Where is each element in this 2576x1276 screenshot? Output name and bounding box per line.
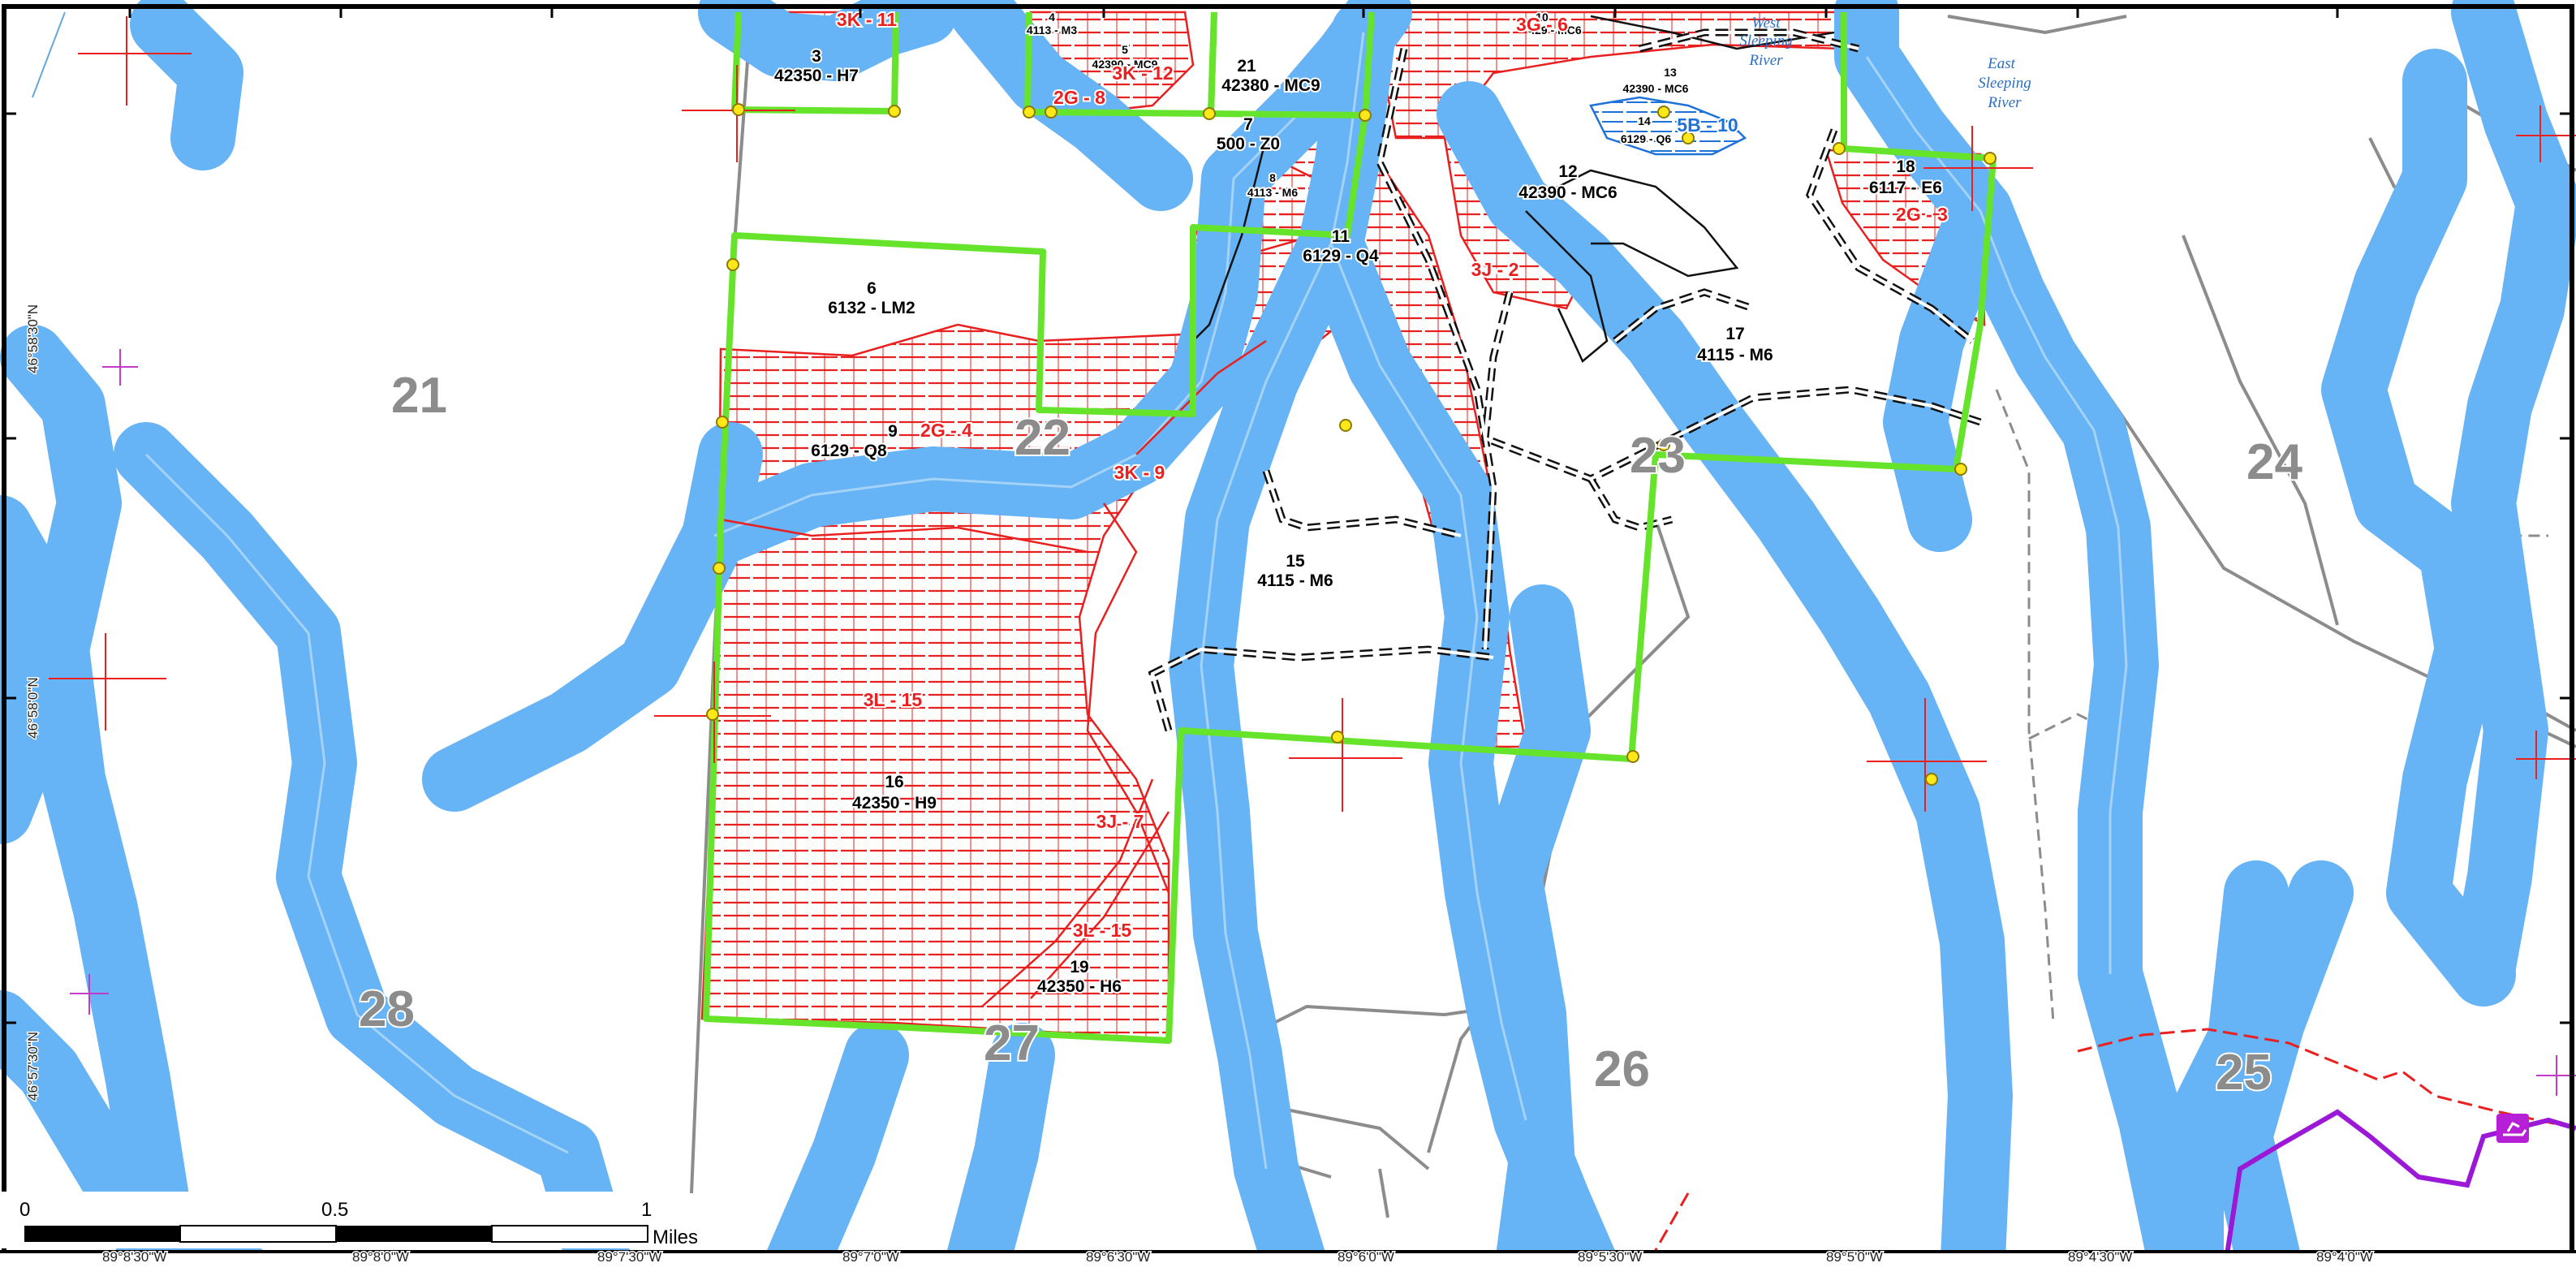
stand-7-number: 7 — [1243, 115, 1253, 134]
stand-16-code: 42350 - H9 — [852, 794, 937, 813]
zone-5b-10: 5B - 10 — [1677, 114, 1738, 136]
latitude-label: 46°58'0"N — [25, 677, 41, 739]
stand-labels: 3 42350 - H7 4 4113 - M3 5 42390 - MC9 6… — [773, 9, 1944, 998]
zone-3l-15-north: 3L - 15 — [864, 689, 923, 710]
section-28: 28 — [359, 981, 415, 1037]
zone-2g-8: 2G - 8 — [1053, 87, 1105, 108]
stand-13-number: 13 — [1664, 66, 1677, 79]
longitude-label: 89°7'0"W — [842, 1249, 899, 1265]
zone-3l-15-south: 3L - 15 — [1073, 920, 1132, 941]
stand-11-code: 6129 - Q4 — [1303, 247, 1379, 265]
longitude-labels: 89°8'30"W 89°8'0"W 89°7'30"W 89°7'0"W 89… — [101, 1248, 2375, 1266]
zone-2g-4: 2G - 4 — [920, 420, 972, 441]
section-26: 26 — [1594, 1041, 1650, 1097]
longitude-label: 89°6'0"W — [1338, 1249, 1394, 1265]
west-sleeping-river-line1: West — [1751, 15, 1781, 32]
survey-points — [706, 103, 1997, 786]
scale-unit: Miles — [653, 1226, 698, 1248]
zone-labels: 3K - 11 3G - 6 3K - 12 2G - 8 5B - 10 2G… — [835, 7, 1949, 942]
latitude-label: 46°58'30"N — [25, 304, 41, 373]
stand-3-number: 3 — [812, 47, 821, 66]
stand-18-code: 6117 - E6 — [1869, 179, 1942, 197]
stand-15-code: 4115 - M6 — [1257, 571, 1333, 590]
latitude-label: 46°57'30"N — [25, 1032, 41, 1101]
stand-19-number: 19 — [1070, 958, 1088, 976]
west-sleeping-river-line2: Sleeping — [1739, 32, 1792, 50]
map-frame — [0, 4, 2576, 1276]
longitude-label: 89°4'30"W — [2068, 1249, 2132, 1265]
zone-3k-11: 3K - 11 — [837, 9, 897, 30]
longitude-label: 89°6'30"W — [1086, 1249, 1150, 1265]
zone-3j-7: 3J - 7 — [1096, 811, 1144, 832]
longitude-label: 89°4'0"W — [2316, 1249, 2373, 1265]
stand-13-code: 42390 - MC6 — [1623, 82, 1689, 95]
river-labels: West Sleeping River East Sleeping River — [1739, 15, 2031, 111]
section-24: 24 — [2246, 434, 2302, 490]
stand-9-code: 6129 - Q8 — [811, 442, 887, 460]
scale-label-1: 1 — [641, 1199, 652, 1221]
stand-6-number: 6 — [867, 279, 877, 298]
east-sleeping-river-line3: River — [1987, 94, 2022, 111]
stand-9-number: 9 — [888, 422, 898, 441]
section-25: 25 — [2216, 1045, 2272, 1101]
stand-10-number: 10 — [1536, 11, 1549, 24]
stand-12-number: 12 — [1558, 162, 1577, 181]
stand-10-code: 429 - MC6 — [1528, 24, 1582, 37]
latitude-labels: 46°58'30"N 46°58'0"N 46°57'30"N — [24, 303, 42, 1101]
stand-17-code: 4115 - M6 — [1697, 346, 1773, 364]
stand-4-code: 4113 - M3 — [1027, 24, 1077, 37]
stand-17-number: 17 — [1725, 325, 1744, 343]
section-27: 27 — [984, 1015, 1040, 1071]
zone-3j-2: 3J - 2 — [1471, 259, 1519, 280]
stand-5-code: 42390 - MC9 — [1092, 58, 1158, 71]
scale-label-0: 0 — [19, 1199, 30, 1221]
west-sleeping-river-line3: River — [1748, 52, 1783, 69]
stand-14-number: 14 — [1638, 114, 1651, 127]
stand-3-code: 42350 - H7 — [774, 67, 859, 85]
zone-3k-9: 3K - 9 — [1114, 462, 1165, 483]
stand-14-code: 6129 - Q6 — [1621, 132, 1671, 145]
longitude-label: 89°7'30"W — [597, 1249, 661, 1265]
stand-7-code: 500 - Z0 — [1217, 135, 1280, 153]
stand-lines — [720, 339, 1267, 1007]
zone-3g-6: 3G - 6 — [1516, 14, 1568, 35]
stand-11-number: 11 — [1332, 227, 1350, 246]
section-labels: 21 22 23 24 25 26 27 28 — [357, 366, 2304, 1102]
snowmobile-trail-icon[interactable] — [2496, 1114, 2529, 1143]
scale-bar: 0 0.5 1 Miles — [0, 1192, 698, 1248]
stand-8-number: 8 — [1269, 171, 1276, 184]
stand-19-code: 42350 - H6 — [1037, 977, 1122, 996]
stand-21-number: 21 — [1237, 57, 1256, 75]
stand-21-code: 42380 - MC9 — [1221, 76, 1320, 95]
longitude-label: 89°5'0"W — [1826, 1249, 1883, 1265]
property-boundaries — [703, 11, 1997, 1044]
stand-lines-black — [1192, 15, 1835, 364]
stand-18-number: 18 — [1896, 157, 1915, 176]
survey-crosshairs-magenta — [70, 349, 2576, 1096]
east-sleeping-river-line2: Sleeping — [1978, 75, 2031, 92]
section-21: 21 — [391, 368, 447, 424]
section-23: 23 — [1630, 428, 1686, 484]
longitude-label: 89°8'0"W — [352, 1249, 409, 1265]
stand-16-number: 16 — [885, 773, 903, 791]
stand-4-number: 4 — [1049, 11, 1055, 24]
stand-15-number: 15 — [1286, 552, 1305, 571]
stand-6-code: 6132 - LM2 — [828, 299, 915, 317]
double-dash-roads — [1148, 28, 1982, 732]
longitude-label: 89°8'30"W — [102, 1249, 166, 1265]
east-sleeping-river-line1: East — [1987, 55, 2016, 72]
section-22: 22 — [1014, 410, 1070, 466]
stand-8-code: 4113 - M6 — [1247, 186, 1298, 199]
zone-3k-12: 3K - 12 — [1112, 63, 1173, 84]
stand-5-number: 5 — [1122, 43, 1128, 56]
longitude-label: 89°5'30"W — [1578, 1249, 1642, 1265]
scale-label-half: 0.5 — [321, 1199, 348, 1221]
zone-2g-3: 2G - 3 — [1896, 204, 1948, 225]
stand-12-code: 42390 - MC6 — [1518, 183, 1617, 202]
